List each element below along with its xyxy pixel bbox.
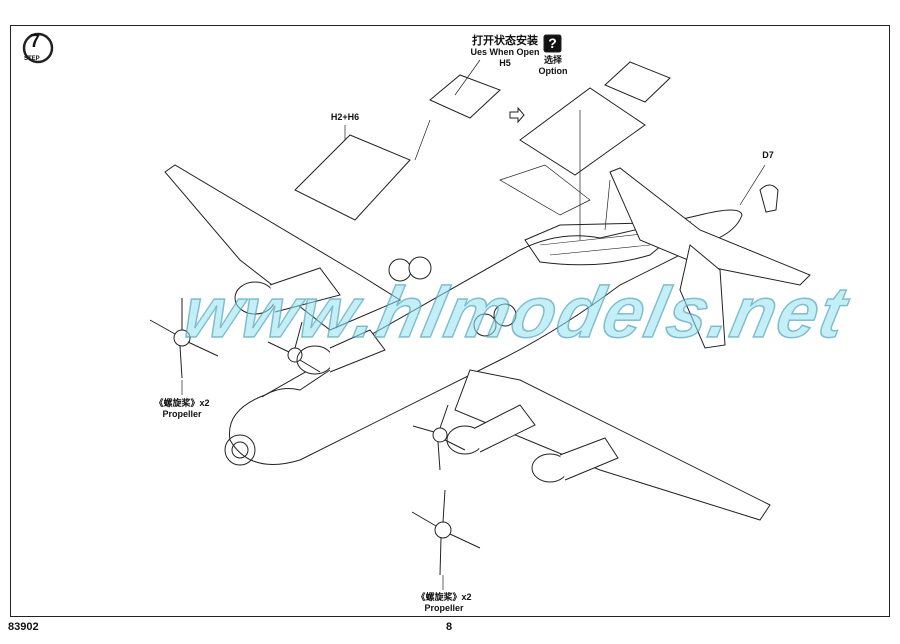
- propeller-lower-cn: 《螺旋桨》x2: [416, 592, 472, 602]
- cockpit: [261, 369, 331, 398]
- hatch-option-panel: [519, 87, 646, 176]
- right-wing: [454, 369, 771, 521]
- propeller-upper-en: Propeller: [162, 409, 202, 419]
- propeller-mid-drawing: [267, 321, 321, 373]
- engines: [234, 267, 619, 483]
- step-label: STEP: [24, 56, 40, 62]
- propeller-lower-drawing: [411, 404, 481, 576]
- page-number: 8: [446, 621, 453, 633]
- page-frame: [10, 25, 890, 617]
- part-d7-label: D7: [762, 150, 774, 160]
- option-label: 选择 Option: [536, 55, 570, 77]
- hatch-option-small: [604, 61, 671, 103]
- propeller-lower-label: 《螺旋桨》x2 Propeller: [402, 592, 486, 614]
- hatch-panel-h2-h6: [294, 134, 411, 221]
- propeller-upper-cn: 《螺旋桨》x2: [154, 398, 210, 408]
- landing-gear: [388, 256, 517, 337]
- option-cn: 选择: [543, 55, 562, 65]
- fuselage: [228, 209, 743, 465]
- left-wing: [164, 164, 402, 331]
- part-h2-h6-label: H2+H6: [330, 112, 360, 122]
- step-badge: [22, 32, 54, 64]
- hatch-h5: [429, 74, 501, 119]
- step-number: 7: [30, 31, 41, 51]
- arrow-icon: [509, 106, 525, 124]
- kit-code: 83902: [8, 621, 39, 633]
- option-en: Option: [538, 66, 568, 76]
- propeller-upper-drawing: [149, 298, 219, 379]
- part-d7-drawing: [759, 184, 779, 213]
- propeller-upper-label: 《螺旋桨》x2 Propeller: [140, 398, 224, 420]
- watermark: www.hlmodels.net: [176, 272, 856, 354]
- callout-open-en: Ues When Open: [470, 47, 540, 57]
- callout-open: 打开状态安装 Ues When Open H5: [460, 36, 550, 69]
- nose: [224, 434, 256, 466]
- propeller-lower-en: Propeller: [424, 603, 464, 613]
- option-box: [543, 34, 562, 53]
- question-icon: ?: [548, 35, 557, 51]
- horizontal-tail: [609, 167, 811, 286]
- cargo-bay: [524, 221, 692, 266]
- part-h5-label: H5: [499, 58, 511, 68]
- vertical-tail: [679, 244, 726, 349]
- callout-open-cn: 打开状态安装: [472, 35, 538, 47]
